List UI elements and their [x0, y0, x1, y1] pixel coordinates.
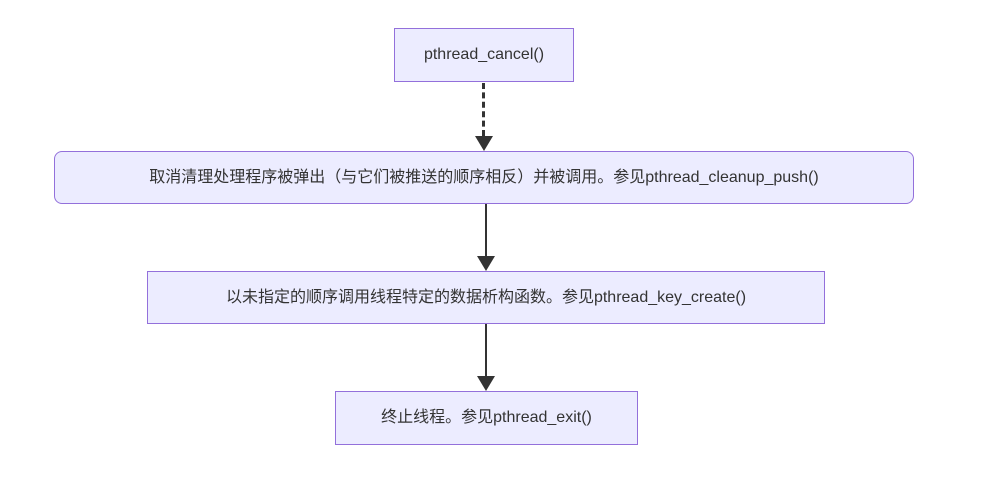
edge-b-c-solid-line: [485, 204, 487, 257]
flowchart-node-thread-terminated: 终止线程。参见pthread_exit(): [335, 391, 638, 445]
edge-a-b-arrowhead-icon: [475, 136, 493, 151]
edge-b-c-arrowhead-icon: [477, 256, 495, 271]
flowchart-node-pthread-cancel: pthread_cancel(): [394, 28, 574, 82]
edge-a-b-dotted-line: [482, 83, 485, 136]
flowchart-node-data-destructors: 以未指定的顺序调用线程特定的数据析构函数。参见pthread_key_creat…: [147, 271, 825, 324]
node-label: 以未指定的顺序调用线程特定的数据析构函数。参见pthread_key_creat…: [225, 288, 747, 306]
node-label: 终止线程。参见pthread_exit(): [381, 409, 592, 427]
node-label: pthread_cancel(): [423, 46, 545, 64]
edge-c-d-solid-line: [485, 324, 487, 377]
node-label: 取消清理处理程序被弹出（与它们被推送的顺序相反）并被调用。参见pthread_c…: [149, 168, 819, 186]
flowchart-node-cleanup-handlers: 取消清理处理程序被弹出（与它们被推送的顺序相反）并被调用。参见pthread_c…: [54, 151, 914, 204]
edge-c-d-arrowhead-icon: [477, 376, 495, 391]
